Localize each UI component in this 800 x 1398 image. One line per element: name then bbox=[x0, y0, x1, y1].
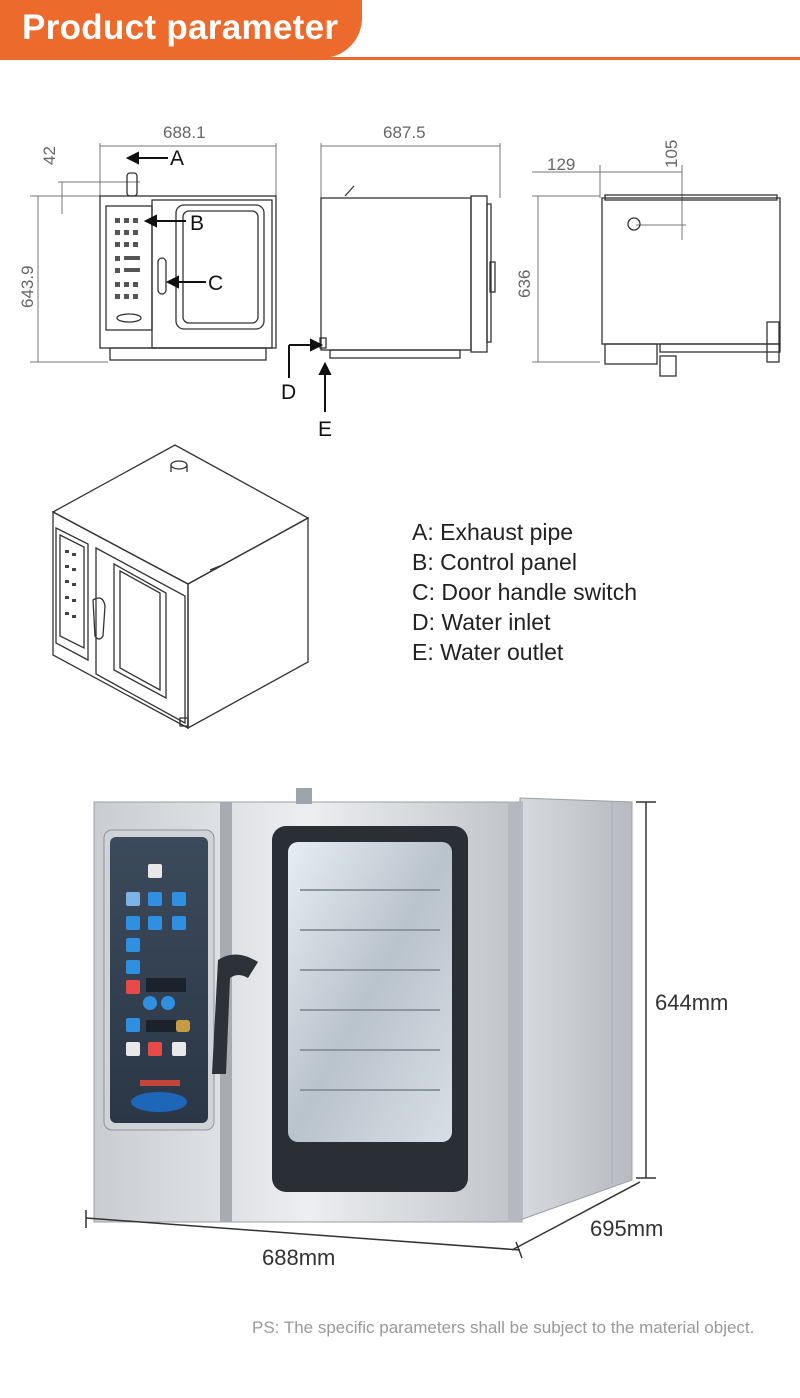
parts-legend: A: Exhaust pipe B: Control panel C: Door… bbox=[412, 517, 637, 667]
callout-a: A bbox=[170, 147, 184, 170]
header-underline bbox=[0, 57, 800, 60]
callout-d: D bbox=[281, 381, 296, 404]
isometric-drawing bbox=[51, 444, 310, 730]
legend-item-control-panel: B: Control panel bbox=[412, 549, 577, 575]
legend-item-door-handle-switch: C: Door handle switch bbox=[412, 579, 637, 605]
product-photo: 644mm 688mm 695mm bbox=[85, 788, 728, 1270]
front-top-offset-label: 42 bbox=[40, 146, 59, 165]
photo-depth-label: 695mm bbox=[590, 1216, 663, 1241]
photo-height-label: 644mm bbox=[655, 990, 728, 1015]
header-bar: Product parameter bbox=[0, 0, 800, 60]
back-height-label: 636 bbox=[515, 270, 534, 298]
back-offset-y-label: 105 bbox=[662, 140, 681, 168]
technical-drawings: A B C 688.1 643.9 42 D E 687.5 bbox=[18, 123, 781, 441]
front-width-label: 688.1 bbox=[163, 123, 206, 142]
page-title: Product parameter bbox=[22, 8, 339, 47]
callout-b: B bbox=[190, 212, 204, 235]
front-height-label: 643.9 bbox=[18, 265, 37, 308]
legend-item-water-outlet: E: Water outlet bbox=[412, 639, 564, 665]
callout-c: C bbox=[208, 272, 223, 295]
callout-e: E bbox=[318, 418, 332, 441]
legend-item-water-inlet: D: Water inlet bbox=[412, 609, 551, 635]
footer-note: PS: The specific parameters shall be sub… bbox=[252, 1318, 755, 1337]
side-width-label: 687.5 bbox=[383, 123, 426, 142]
back-offset-x-label: 129 bbox=[547, 155, 575, 174]
header-tab bbox=[0, 0, 362, 58]
photo-width-label: 688mm bbox=[262, 1245, 335, 1270]
legend-item-exhaust-pipe: A: Exhaust pipe bbox=[412, 519, 574, 545]
